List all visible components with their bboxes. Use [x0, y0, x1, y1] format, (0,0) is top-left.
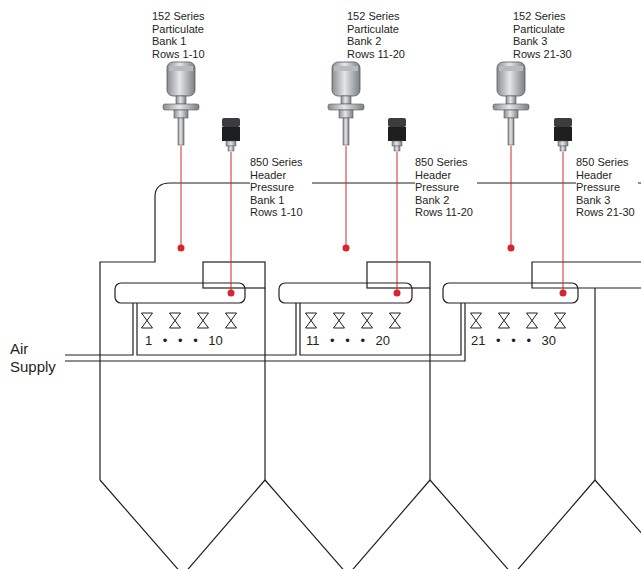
- sensor-label: 152 Series Particulate Bank 1 Rows 1-10: [152, 10, 214, 60]
- row-numbers: 11 • • • 20: [306, 333, 390, 348]
- supply-label: Air Supply: [10, 340, 62, 376]
- sensor-label: 850 Series Header Pressure Bank 3 Rows 2…: [576, 156, 638, 219]
- row-numbers: 21 • • • 30: [471, 333, 556, 348]
- sensor-label: 850 Series Header Pressure Bank 1 Rows 1…: [250, 156, 312, 219]
- sensor-label: 152 Series Particulate Bank 3 Rows 21-30: [513, 10, 575, 60]
- sensor-label: 152 Series Particulate Bank 2 Rows 11-20: [347, 10, 409, 60]
- row-numbers: 1 • • • 10: [145, 333, 223, 348]
- sensor-label: 850 Series Header Pressure Bank 2 Rows 1…: [415, 156, 477, 219]
